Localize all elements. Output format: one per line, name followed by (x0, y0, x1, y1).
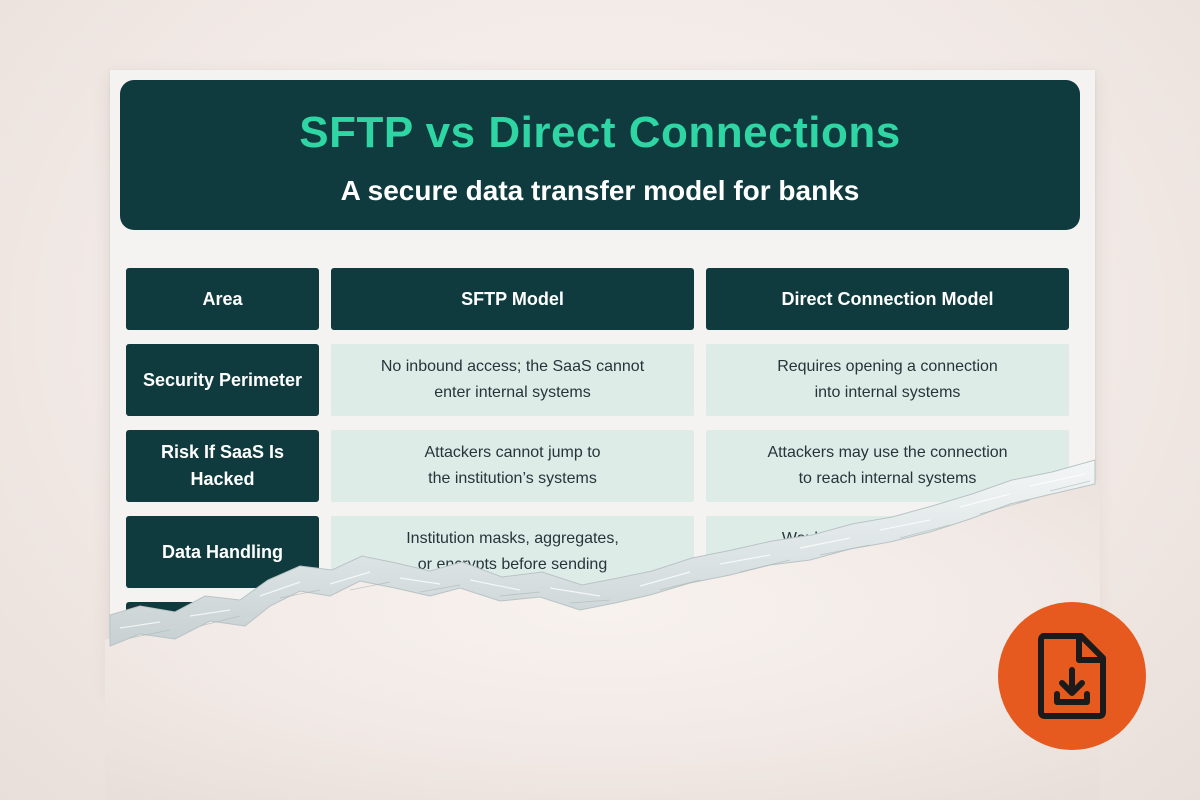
header-sftp-model: SFTP Model (331, 268, 694, 330)
row-label-text: Data Handling (161, 541, 283, 562)
cell-sftp-data-handling: Institution masks, aggregates, or encryp… (331, 516, 694, 588)
cell-sftp-risk: Attackers cannot jump to the institution… (331, 430, 694, 502)
cell-line: into internal systems (814, 384, 961, 401)
cell-sftp-security-perimeter: No inbound access; the SaaS cannot enter… (331, 344, 694, 416)
cell-line: to reach internal systems (798, 470, 977, 487)
cell-line: the institution’s systems (428, 470, 597, 487)
torn-paper-sheet: SFTP vs Direct Connections A secure data… (110, 70, 1095, 690)
header-direct-connection-model: Direct Connection Model (706, 268, 1069, 330)
cell-line: Institution masks, aggregates, (406, 530, 619, 547)
cell-direct-risk: Attackers may use the connection to reac… (706, 430, 1069, 502)
cell-line: Requires opening a connection (777, 358, 998, 375)
cell-line: Attackers may use the connection (767, 444, 1008, 461)
row-label-risk-if-saas-is-hacked: Risk If SaaS Is Hacked (126, 430, 319, 502)
file-download-icon (1038, 633, 1106, 719)
row-label-partial (126, 602, 319, 674)
page-subtitle: A secure data transfer model for banks (340, 175, 860, 206)
cell-direct-security-perimeter: Requires opening a connection into inter… (706, 344, 1069, 416)
cell-line: No inbound access; the SaaS cannot (380, 358, 645, 375)
row-label-line: Risk If SaaS Is (160, 442, 285, 462)
cell-line: new internal r (839, 556, 936, 573)
cell-line: Would require exposing raw d (781, 530, 994, 547)
cell-line: Attackers cannot jump to (424, 444, 601, 461)
header-area: Area (126, 268, 319, 330)
row-label-text: Security Perimeter (142, 369, 303, 390)
cell-line: enter internal systems (434, 384, 591, 401)
cell-direct-data-handling: Would require exposing raw d new interna… (706, 516, 1069, 588)
cell-line: or encrypts before sending (417, 556, 608, 573)
row-label-data-handling: Data Handling (126, 516, 319, 588)
title-banner: SFTP vs Direct Connections A secure data… (120, 80, 1080, 230)
page-title: SFTP vs Direct Connections (299, 108, 901, 157)
download-button[interactable] (998, 602, 1146, 750)
row-label-line: Hacked (190, 469, 255, 489)
row-label-security-perimeter: Security Perimeter (126, 344, 319, 416)
